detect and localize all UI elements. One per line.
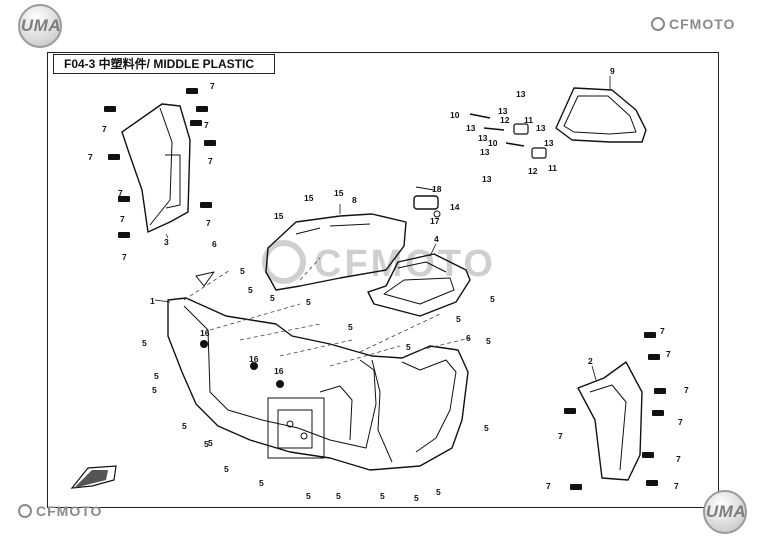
callout-15: 15 xyxy=(334,188,344,198)
cfmoto-logo-bottom: CFMOTO xyxy=(18,503,102,519)
cfmoto-logo-top-text: CFMOTO xyxy=(669,16,736,32)
uma-logo-bottom-text: UMA xyxy=(705,502,747,521)
callout-7: 7 xyxy=(546,481,551,491)
callout-16: 16 xyxy=(274,366,284,376)
callout-13: 13 xyxy=(536,123,546,133)
callout-5: 5 xyxy=(406,342,411,352)
callout-5: 5 xyxy=(306,297,311,307)
callout-5: 5 xyxy=(270,293,275,303)
callout-7: 7 xyxy=(102,124,107,134)
callout-4: 4 xyxy=(434,234,439,244)
callout-13: 13 xyxy=(480,147,490,157)
callout-7: 7 xyxy=(676,454,681,464)
callout-7: 7 xyxy=(678,417,683,427)
callout-5: 5 xyxy=(336,491,341,501)
uma-logo-badge-icon xyxy=(703,490,747,534)
callout-7: 7 xyxy=(120,214,125,224)
callout-2: 2 xyxy=(588,356,593,366)
callout-5: 5 xyxy=(484,423,489,433)
callout-7: 7 xyxy=(204,120,209,130)
uma-logo-bottom: UMA xyxy=(697,490,755,534)
callout-5: 5 xyxy=(204,439,209,449)
latch-plate xyxy=(413,195,439,210)
callout-7: 7 xyxy=(666,349,671,359)
callout-5: 5 xyxy=(248,285,253,295)
callout-5: 5 xyxy=(182,421,187,431)
callout-5: 5 xyxy=(414,493,419,503)
callout-10: 10 xyxy=(450,110,460,120)
drawing-frame xyxy=(47,52,719,508)
callout-7: 7 xyxy=(118,188,123,198)
callout-5: 5 xyxy=(142,338,147,348)
cfmoto-emblem-icon xyxy=(651,17,665,31)
callout-13: 13 xyxy=(516,89,526,99)
callout-13: 13 xyxy=(478,133,488,143)
callout-7: 7 xyxy=(674,481,679,491)
cfmoto-watermark-icon xyxy=(262,240,306,284)
callout-5: 5 xyxy=(259,478,264,488)
callout-6: 6 xyxy=(466,333,471,343)
callout-13: 13 xyxy=(482,174,492,184)
callout-6: 6 xyxy=(212,239,217,249)
callout-7: 7 xyxy=(558,431,563,441)
cfmoto-emblem-icon xyxy=(18,504,32,518)
callout-8: 8 xyxy=(352,195,357,205)
callout-15: 15 xyxy=(304,193,314,203)
callout-5: 5 xyxy=(306,491,311,501)
callout-5: 5 xyxy=(154,371,159,381)
right-side-panel xyxy=(577,361,643,481)
callout-labels: 7 7 7 7 7 7 7 7 7 3 8 15 15 15 18 14 17 … xyxy=(88,66,689,503)
callout-7: 7 xyxy=(684,385,689,395)
callout-10: 10 xyxy=(488,138,498,148)
callout-7: 7 xyxy=(88,152,93,162)
callout-13: 13 xyxy=(498,106,508,116)
callout-7: 7 xyxy=(122,252,127,262)
callout-13: 13 xyxy=(544,138,554,148)
callout-14: 14 xyxy=(450,202,460,212)
callout-11: 11 xyxy=(524,115,533,125)
callout-5: 5 xyxy=(456,314,461,324)
callout-15: 15 xyxy=(274,211,284,221)
callout-7: 7 xyxy=(206,218,211,228)
callout-5: 5 xyxy=(152,385,157,395)
callout-16: 16 xyxy=(200,328,210,338)
left-side-panel xyxy=(121,103,191,233)
callout-7: 7 xyxy=(660,326,665,336)
battery-box xyxy=(367,253,471,317)
callout-5: 5 xyxy=(240,266,245,276)
cfmoto-logo-top: CFMOTO xyxy=(651,16,735,32)
uma-logo-badge-icon xyxy=(18,4,62,48)
callout-18: 18 xyxy=(432,184,442,194)
callout-11: 11 xyxy=(548,163,557,173)
uma-logo-top: UMA xyxy=(12,4,70,48)
callout-5: 5 xyxy=(224,464,229,474)
callout-9: 9 xyxy=(610,66,615,76)
callout-5: 5 xyxy=(436,487,441,497)
callout-12: 12 xyxy=(528,166,538,176)
callout-3: 3 xyxy=(164,237,169,247)
center-seat-cover xyxy=(265,213,407,291)
callout-5: 5 xyxy=(348,322,353,332)
cfmoto-logo-bottom-text: CFMOTO xyxy=(36,503,103,519)
diagram-title: F04-3 中塑料件/ MIDDLE PLASTIC xyxy=(53,54,275,74)
callout-17: 17 xyxy=(430,216,440,226)
front-direction-arrow-icon xyxy=(70,465,117,489)
callout-5: 5 xyxy=(486,336,491,346)
callout-5: 5 xyxy=(208,438,213,448)
rear-rack-frame xyxy=(555,87,647,143)
callout-7: 7 xyxy=(208,156,213,166)
callout-16: 16 xyxy=(249,354,259,364)
callout-13: 13 xyxy=(466,123,476,133)
callout-7: 7 xyxy=(210,81,215,91)
uma-logo-top-text: UMA xyxy=(20,16,62,35)
callout-12: 12 xyxy=(500,115,510,125)
callout-1: 1 xyxy=(150,296,155,306)
callout-5: 5 xyxy=(380,491,385,501)
main-middle-shell xyxy=(167,297,469,471)
callout-5: 5 xyxy=(490,294,495,304)
